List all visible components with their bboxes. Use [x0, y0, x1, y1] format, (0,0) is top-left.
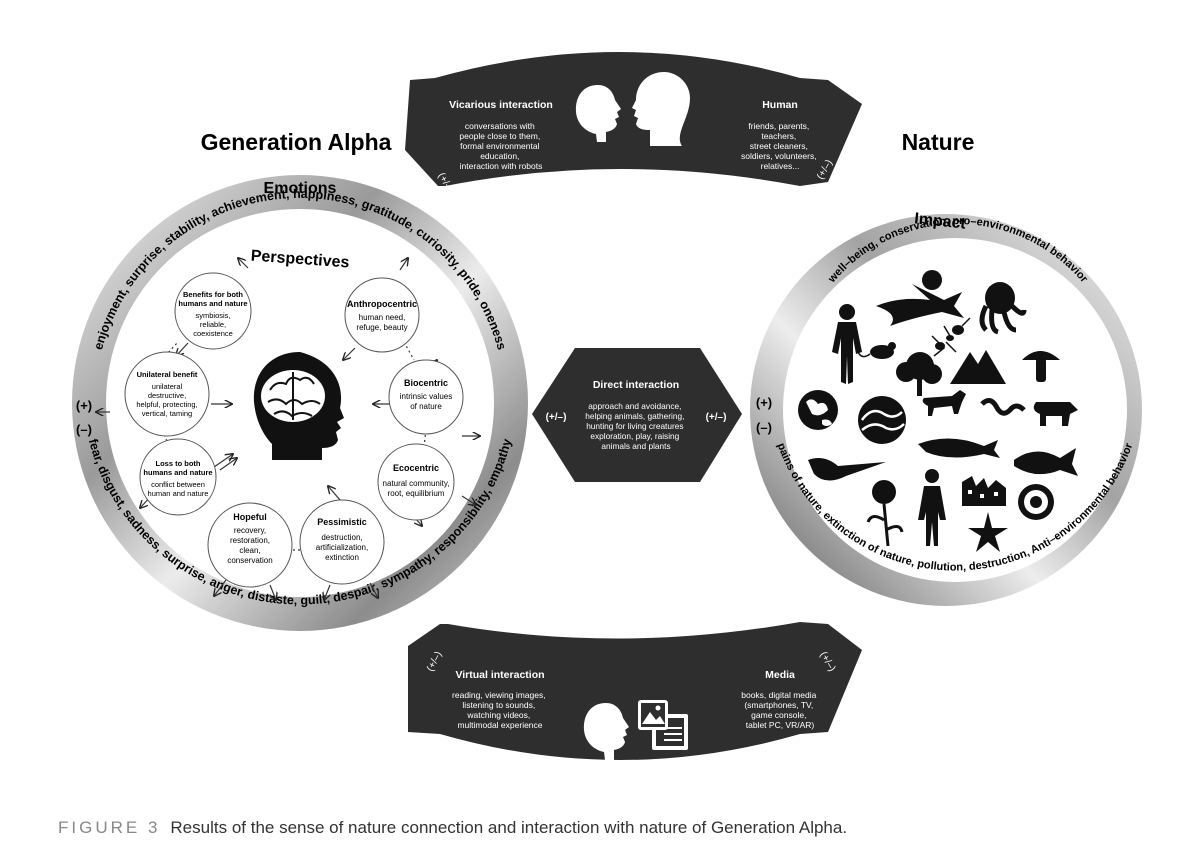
- vicarious-body: conversations with people close to them,…: [459, 121, 542, 171]
- cow-icon: [1033, 402, 1078, 426]
- virtual-body: reading, viewing images, listening to so…: [452, 690, 548, 730]
- perspectives-label: Perspectives: [250, 248, 350, 272]
- mushroom-icon: [1022, 351, 1060, 382]
- starfish-icon: [968, 512, 1008, 552]
- vicarious-title: Vicarious interaction: [449, 99, 553, 111]
- svg-text:destruction,artificialization,: destruction,artificialization,extinction: [316, 533, 368, 562]
- left-plus: (+): [76, 398, 92, 413]
- figure-caption-text: Results of the sense of nature connectio…: [170, 818, 848, 837]
- earth-icon: [798, 390, 838, 430]
- emotions-label: Emotions: [264, 180, 337, 197]
- media-title: Media: [765, 669, 795, 681]
- perspective-hopeful: Hopeful recovery,restoration,clean,conse…: [207, 502, 293, 588]
- egg-icon: [1018, 484, 1054, 520]
- right-minus: (–): [756, 420, 772, 435]
- adult-head-icon: [632, 72, 690, 146]
- sun-icon: [922, 270, 942, 290]
- left-minus: (–): [76, 422, 92, 437]
- diagram-canvas: Generation Alpha Nature Vicarious intera…: [72, 52, 1142, 760]
- virtual-title: Virtual interaction: [455, 669, 544, 681]
- snake-icon: [980, 398, 1026, 416]
- tree-icon: [896, 352, 942, 396]
- human-female-icon: [918, 469, 946, 546]
- bird-icon: [808, 458, 886, 481]
- ant-icon: [931, 317, 971, 357]
- human-body: friends, parents, teachers, street clean…: [741, 121, 819, 171]
- figure-label: FIGURE 3: [58, 818, 161, 837]
- nature-circle: Impact well–being, conservation, pro–env…: [750, 210, 1142, 606]
- image-document-icon: [638, 700, 688, 750]
- fish-icon: [1014, 448, 1078, 476]
- direct-interaction-arrow: Direct interaction approach and avoidanc…: [532, 348, 742, 482]
- media-body: books, digital media (smartphones, TV, g…: [741, 690, 819, 730]
- svg-text:Ecocentric: Ecocentric: [393, 463, 439, 473]
- svg-text:human need,refuge, beauty: human need,refuge, beauty: [356, 313, 407, 332]
- shark-icon: [876, 284, 964, 326]
- figure-caption: FIGURE 3 Results of the sense of nature c…: [58, 818, 847, 838]
- child-brain-head-icon: [253, 352, 344, 460]
- vicarious-interaction-arrow: Vicarious interaction conversations with…: [405, 52, 862, 195]
- whale-icon: [918, 438, 1000, 458]
- direct-title: Direct interaction: [593, 379, 679, 391]
- svg-text:symbiosis,reliable,coexistence: symbiosis,reliable,coexistence: [193, 311, 233, 338]
- svg-text:Hopeful: Hopeful: [233, 512, 267, 522]
- factory-icon: [962, 476, 1006, 506]
- human-male-icon: [832, 304, 862, 384]
- direct-sign-right: (+/–): [706, 412, 727, 423]
- generation-alpha-circle: Emotions enjoyment, surprise, stability,…: [72, 175, 528, 631]
- perspective-anthropocentric: Anthropocentric human need,refuge, beaut…: [344, 277, 420, 353]
- flower-icon: [866, 480, 904, 547]
- svg-text:Biocentric: Biocentric: [404, 378, 448, 388]
- svg-text:Anthropocentric: Anthropocentric: [347, 299, 417, 309]
- perspective-pessimistic: Pessimistic destruction,artificializatio…: [299, 499, 385, 585]
- child-head-icon: [575, 85, 621, 142]
- virtual-interaction-arrow: Virtual interaction reading, viewing ima…: [408, 622, 862, 760]
- right-plus: (+): [756, 395, 772, 410]
- perspective-ecocentric: Ecocentric natural community,root, equil…: [377, 443, 455, 521]
- svg-text:Unilateral benefit: Unilateral benefit: [137, 370, 198, 379]
- svg-text:natural community,root, equili: natural community,root, equilibrium: [383, 479, 450, 498]
- generation-alpha-title: Generation Alpha: [201, 129, 392, 155]
- wave-icon: [858, 396, 906, 444]
- svg-text:Pessimistic: Pessimistic: [317, 517, 367, 527]
- octopus-icon: [979, 282, 1027, 335]
- child-head-icon: [583, 703, 629, 760]
- direct-sign-left: (+/–): [546, 412, 567, 423]
- direct-body: approach and avoidance, helping animals,…: [585, 401, 686, 451]
- mountain-icon: [950, 350, 1006, 384]
- mouse-icon: [857, 342, 896, 359]
- svg-text:recovery,restoration,clean,con: recovery,restoration,clean,conservation: [227, 526, 272, 565]
- nature-title: Nature: [902, 129, 975, 155]
- dog-icon: [922, 390, 966, 416]
- human-title: Human: [762, 99, 798, 111]
- impact-label: Impact: [914, 210, 968, 232]
